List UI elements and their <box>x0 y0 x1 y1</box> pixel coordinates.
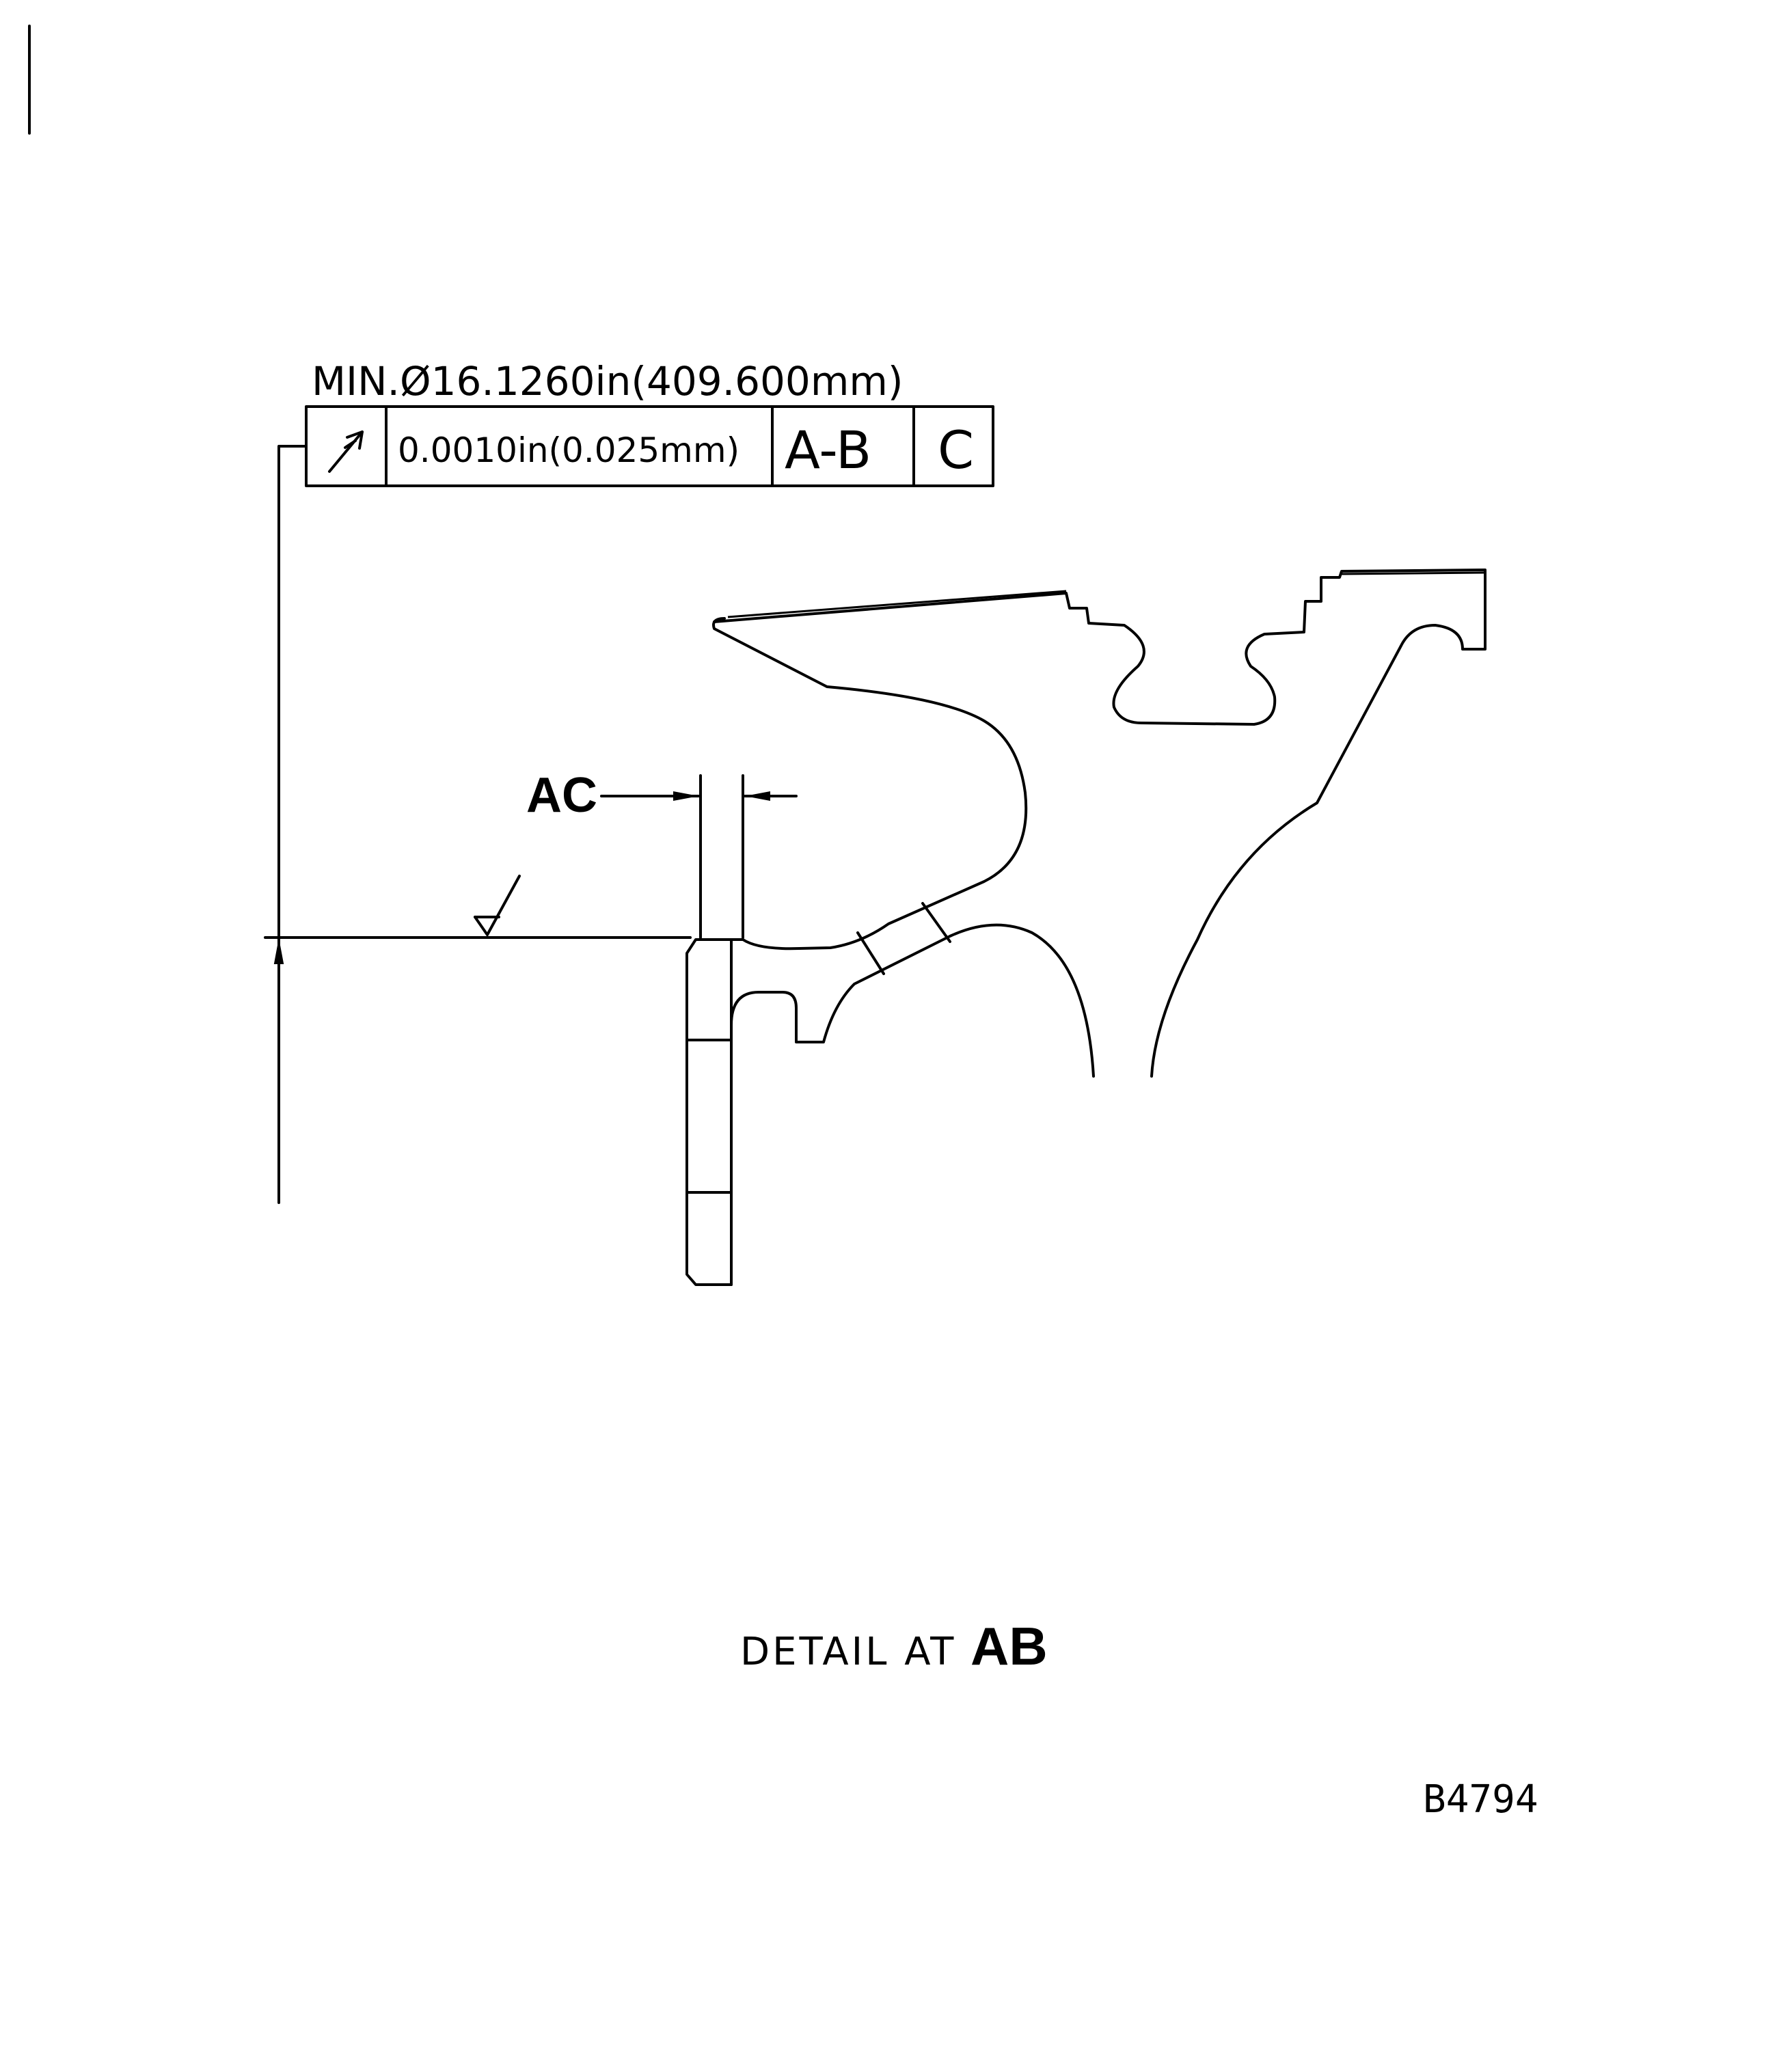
detail-caption: DETAIL AT AB <box>740 1616 1048 1676</box>
fcf-datum-secondary: C <box>938 420 974 480</box>
fcf-leader <box>264 445 692 1204</box>
surface-finish-symbol <box>474 875 521 936</box>
feature-control-frame: 0.0010in(0.025mm) A-B C <box>305 405 994 487</box>
runout-icon <box>328 430 364 473</box>
ac-label: AC <box>526 768 597 823</box>
caption-ref: AB <box>970 1616 1048 1676</box>
ac-dimension: AC <box>526 768 798 939</box>
fcf-datum-primary: A-B <box>785 420 871 480</box>
caption-prefix: DETAIL AT <box>740 1630 956 1674</box>
figure-id: B4794 <box>1423 1777 1538 1822</box>
min-diameter-note: MIN.Ø16.1260in(409.600mm) <box>312 358 903 405</box>
part-profile <box>685 569 1486 1286</box>
fcf-tolerance: 0.0010in(0.025mm) <box>398 430 739 470</box>
